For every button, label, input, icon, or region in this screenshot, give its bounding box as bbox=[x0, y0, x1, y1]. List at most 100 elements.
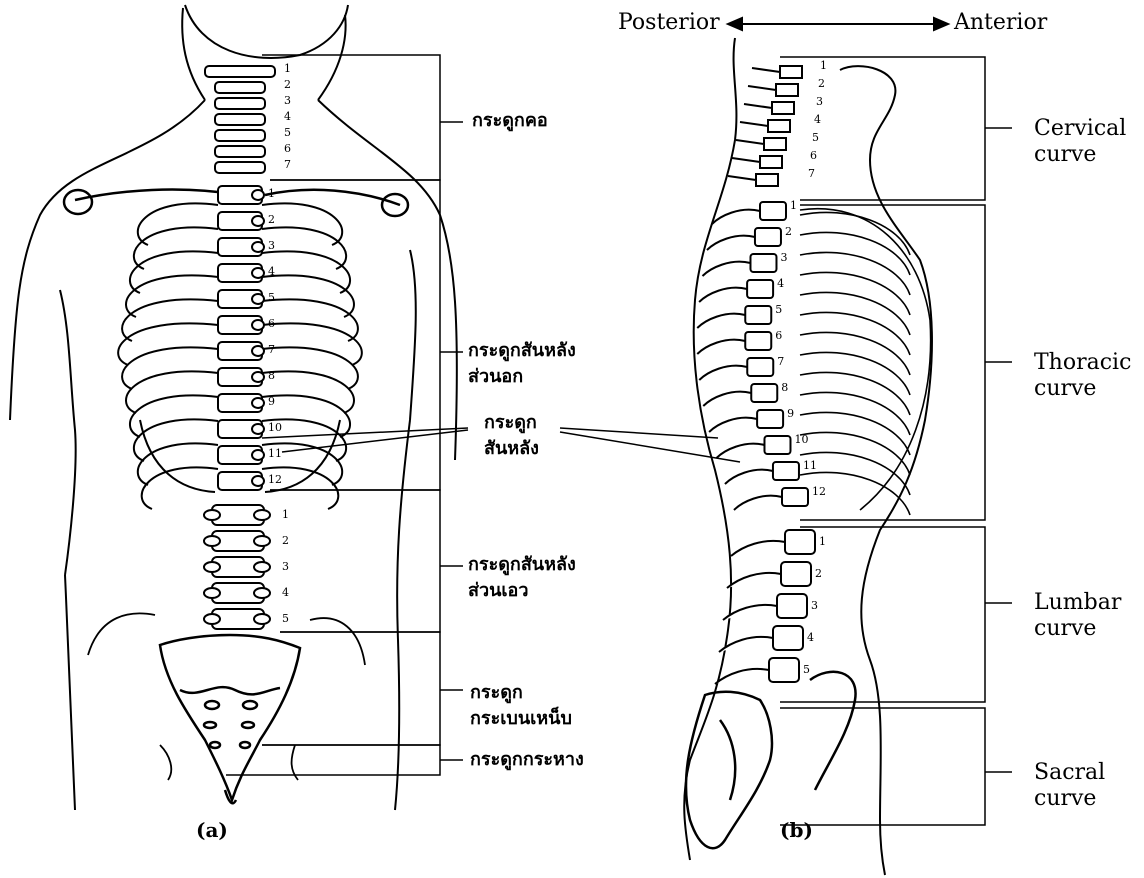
rib-right bbox=[262, 323, 362, 365]
rib-left bbox=[126, 275, 218, 317]
side-spinous-process bbox=[703, 392, 751, 406]
axis-anterior: Anterior bbox=[954, 10, 1047, 35]
hip-outline bbox=[88, 613, 365, 780]
lumbar-number: 3 bbox=[282, 561, 289, 573]
side-thoracic-vertebra bbox=[764, 436, 790, 454]
side-spinous-process bbox=[709, 418, 757, 432]
lumbar-process bbox=[254, 562, 270, 572]
side-rib bbox=[800, 212, 910, 255]
side-thoracic-vertebra bbox=[750, 254, 776, 272]
side-cervical-number: 6 bbox=[810, 150, 817, 162]
lumbar-number: 2 bbox=[282, 535, 289, 547]
side-lumbar-number: 2 bbox=[815, 568, 822, 580]
lumbar-process bbox=[204, 562, 220, 572]
label-sacral-curve: Sacral curve bbox=[1034, 760, 1134, 812]
label-thoracic-curve: Thoracic curve bbox=[1034, 350, 1144, 402]
side-lumbar-vertebra bbox=[781, 562, 811, 586]
label-vertebra-line1: กระดูก bbox=[484, 410, 537, 436]
thoracic-number: 4 bbox=[268, 266, 275, 278]
front-spine bbox=[204, 66, 275, 629]
thoracic-process bbox=[252, 476, 264, 486]
label-cervical-th: กระดูกคอ bbox=[472, 108, 548, 134]
label-sacrum-line1: กระดูก bbox=[470, 680, 523, 706]
side-rib bbox=[800, 332, 910, 375]
thoracic-number: 10 bbox=[268, 422, 282, 434]
side-cervical-vertebra bbox=[732, 156, 782, 168]
side-leaders bbox=[985, 128, 1012, 772]
side-spinous-process bbox=[707, 236, 755, 250]
label-cervical-curve: Cervical curve bbox=[1034, 116, 1134, 168]
thoracic-process bbox=[252, 190, 264, 200]
thoracic-number: 5 bbox=[268, 292, 275, 304]
rib-left bbox=[130, 251, 218, 293]
side-thoracic-vertebra bbox=[747, 358, 773, 376]
side-cervical-vertebra bbox=[744, 102, 794, 114]
side-thoracic-vertebra bbox=[782, 488, 808, 506]
side-thoracic-number: 5 bbox=[775, 304, 782, 316]
rib-right bbox=[262, 371, 354, 413]
side-cervical-number: 4 bbox=[814, 114, 821, 126]
side-rib bbox=[800, 392, 910, 435]
side-thoracic-number: 2 bbox=[785, 226, 792, 238]
thoracic-number: 6 bbox=[268, 318, 275, 330]
side-cervical-number: 7 bbox=[808, 168, 815, 180]
side-thoracic-vertebra bbox=[751, 384, 777, 402]
rib-left bbox=[142, 467, 218, 509]
rib-right bbox=[262, 275, 354, 317]
side-rib-outline bbox=[800, 209, 931, 510]
side-thoracic-vertebra bbox=[745, 332, 771, 350]
rib-left bbox=[122, 299, 218, 341]
rib-right bbox=[262, 347, 358, 389]
side-lumbar-vertebra bbox=[769, 658, 799, 682]
lumbar-process bbox=[204, 510, 220, 520]
side-lumbar-vertebra bbox=[773, 626, 803, 650]
thoracic-process bbox=[252, 320, 264, 330]
thoracic-number: 3 bbox=[268, 240, 275, 252]
rib-left bbox=[134, 227, 218, 269]
label-lumbar-th: กระดูกสันหลัง ส่วนเอว bbox=[468, 552, 598, 604]
thoracic-process bbox=[252, 450, 264, 460]
cervical-number: 5 bbox=[284, 127, 291, 139]
rib-left bbox=[122, 347, 218, 389]
thoracic-process bbox=[252, 242, 264, 252]
thoracic-number: 7 bbox=[268, 344, 275, 356]
thoracic-process bbox=[252, 424, 264, 434]
lumbar-process bbox=[204, 536, 220, 546]
caption-b: (b) bbox=[780, 818, 813, 842]
side-thoracic-number: 8 bbox=[781, 382, 788, 394]
thoracic-process bbox=[252, 268, 264, 278]
side-rib bbox=[800, 252, 910, 295]
side-rib bbox=[800, 372, 910, 415]
lumbar-number: 4 bbox=[282, 587, 289, 599]
side-thoracic-number: 11 bbox=[803, 460, 817, 472]
side-thoracic-number: 7 bbox=[777, 356, 784, 368]
thoracic-process bbox=[252, 294, 264, 304]
thoracic-number: 8 bbox=[268, 370, 275, 382]
side-rib bbox=[800, 412, 910, 455]
side-cervical-vertebra bbox=[752, 66, 802, 78]
side-thoracic-vertebra bbox=[760, 202, 786, 220]
caption-a: (a) bbox=[196, 818, 228, 842]
side-thoracic-number: 3 bbox=[780, 252, 787, 264]
side-cervical-vertebra bbox=[736, 138, 786, 150]
side-spinous-process bbox=[697, 314, 745, 328]
side-spinous-process bbox=[702, 262, 750, 276]
side-rib bbox=[800, 232, 910, 275]
ribcage-left bbox=[118, 203, 218, 509]
rib-left bbox=[126, 371, 218, 413]
side-thoracic-vertebra bbox=[773, 462, 799, 480]
direction-arrow bbox=[728, 18, 948, 30]
cervical-vertebra bbox=[215, 82, 265, 93]
side-spinous-process bbox=[734, 496, 782, 510]
side-thoracic-number: 12 bbox=[812, 486, 826, 498]
thoracic-process bbox=[252, 398, 264, 408]
rib-left bbox=[138, 203, 218, 245]
lumbar-process bbox=[254, 536, 270, 546]
side-spine bbox=[697, 66, 815, 684]
side-cervical-number: 5 bbox=[812, 132, 819, 144]
side-spinous-process bbox=[699, 288, 747, 302]
sacrum bbox=[160, 635, 300, 803]
thoracic-number: 11 bbox=[268, 448, 282, 460]
label-lumbar-curve: Lumbar curve bbox=[1034, 590, 1134, 642]
